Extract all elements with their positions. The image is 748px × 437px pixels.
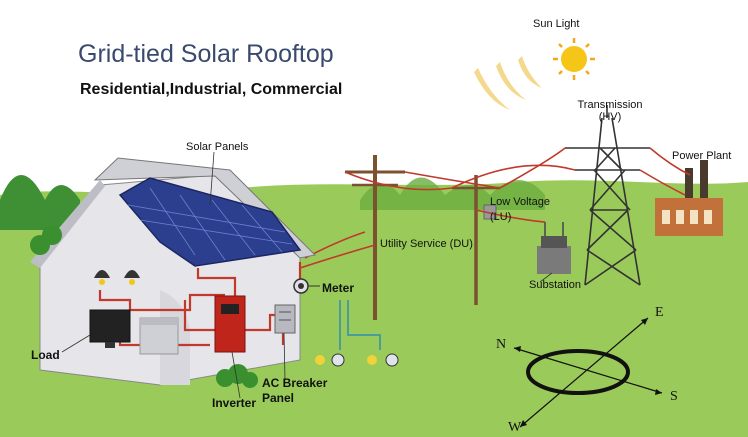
far-trees	[360, 177, 545, 210]
compass-west-label: W	[508, 420, 522, 435]
label-substation: Substation	[529, 279, 581, 291]
label-sun-light: Sun Light	[533, 18, 580, 30]
shrubs	[30, 225, 258, 388]
transmission-tower	[565, 105, 650, 286]
label-leaders	[61, 151, 553, 399]
sun-icon	[553, 38, 595, 80]
label-inverter: Inverter	[212, 396, 257, 410]
net-meter-faces	[315, 353, 399, 367]
tv-icon	[89, 309, 131, 348]
lamp-icon	[94, 270, 140, 285]
label-transmission: Transmission (HV)	[577, 99, 643, 123]
compass-north-label: N	[496, 337, 507, 352]
label-meter: Meter	[322, 281, 355, 295]
meter-icon	[293, 278, 309, 294]
inverter-icon	[214, 295, 246, 353]
ac-breaker-panel-icon	[274, 304, 296, 334]
net-meter-diagram	[339, 300, 381, 350]
washer-icon	[139, 317, 179, 355]
label-ac-breaker-panel: AC Breaker Panel	[262, 376, 328, 405]
compass-south-label: S	[670, 389, 678, 404]
diagram-title: Grid-tied Solar Rooftop	[78, 40, 334, 68]
solar-panel-array	[118, 177, 302, 267]
label-low-voltage: Low Voltage (LU)	[490, 196, 550, 223]
sunbeam-icon	[474, 56, 542, 110]
utility-pole-lv	[452, 175, 500, 305]
diagram-subtitle: Residential,Industrial, Commercial	[80, 81, 343, 98]
power-plant-icon	[655, 160, 723, 236]
label-utility-service: Utility Service (DU)	[380, 238, 473, 250]
tree-line	[0, 175, 80, 230]
substation-icon	[537, 222, 571, 274]
compass-east-label: E	[655, 305, 664, 320]
label-power-plant: Power Plant	[672, 150, 732, 162]
label-load: Load	[31, 348, 60, 362]
label-solar-panels: Solar Panels	[186, 141, 249, 153]
compass-rose	[513, 317, 663, 428]
